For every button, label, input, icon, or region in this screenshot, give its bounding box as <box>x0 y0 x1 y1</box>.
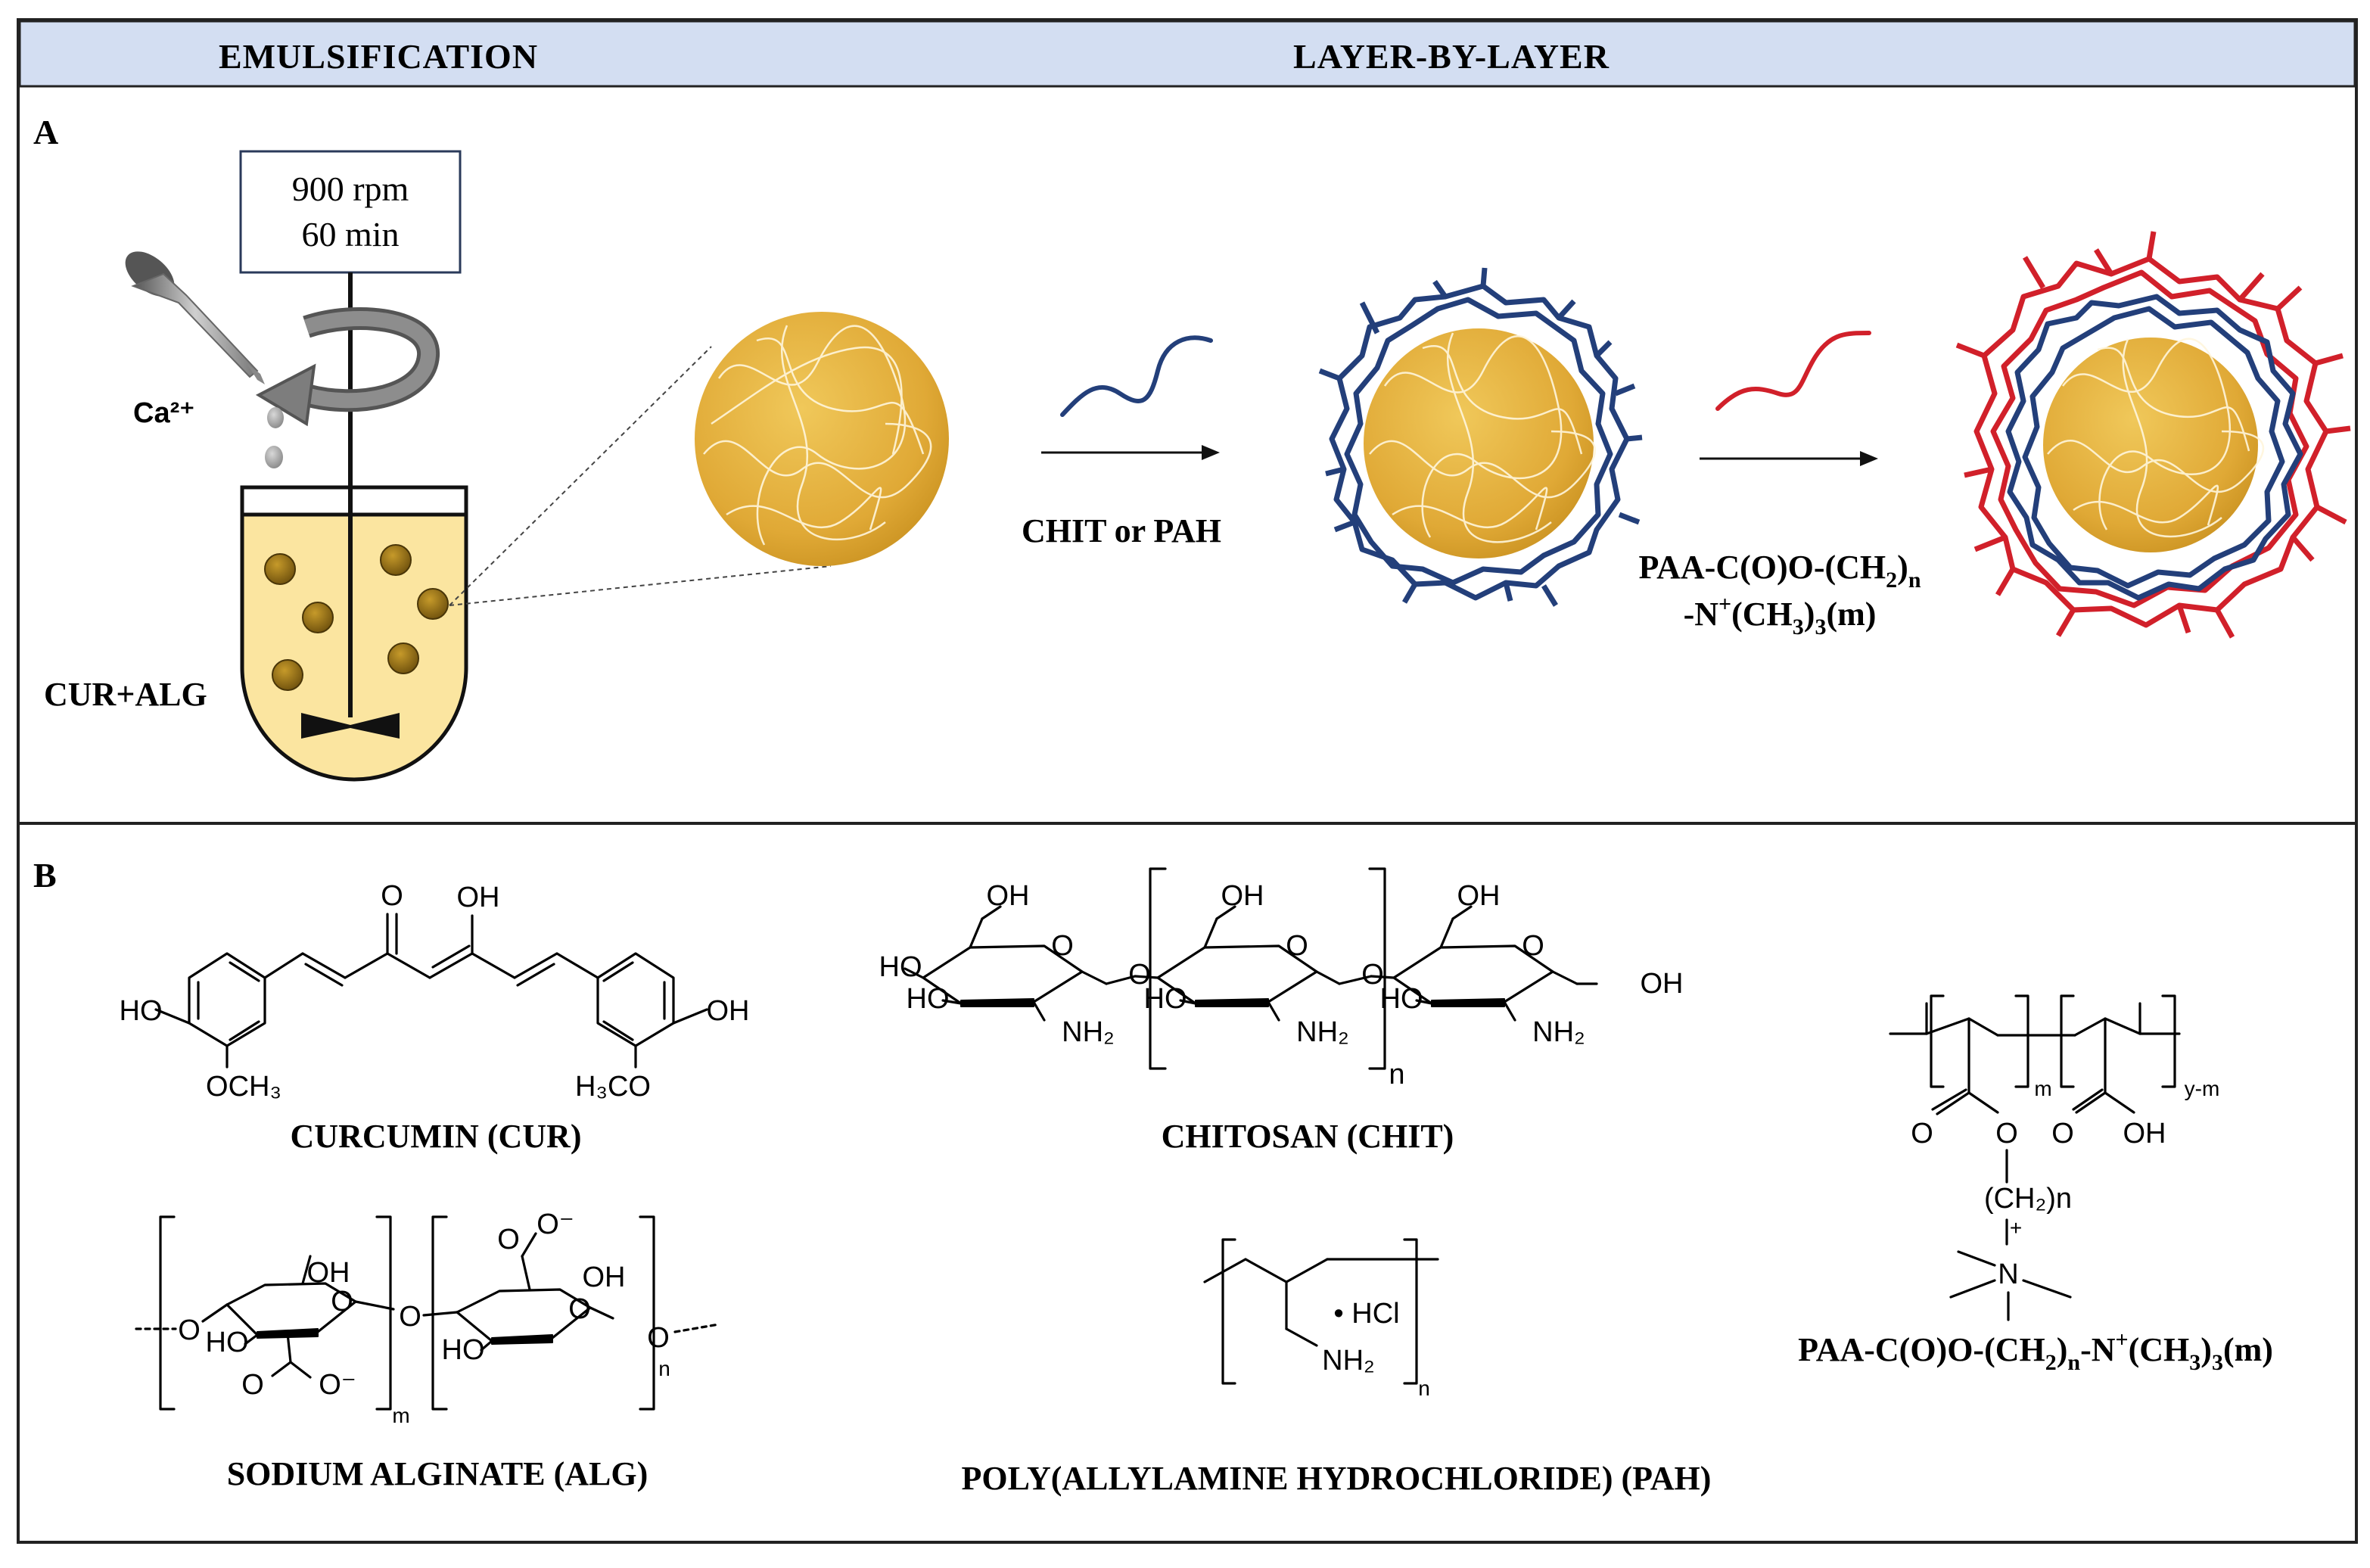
svg-text:O: O <box>2051 1118 2074 1150</box>
svg-text:N: N <box>1998 1258 2018 1290</box>
svg-text:m: m <box>392 1404 409 1427</box>
paa-strand-icon <box>1715 331 1871 411</box>
chitosan-name: CHITOSAN (CHIT) <box>1162 1118 1454 1155</box>
pah-name: POLY(ALLYLAMINE HYDROCHLORIDE) (PAH) <box>962 1460 1712 1497</box>
svg-text:OH: OH <box>457 882 500 913</box>
svg-text:O: O <box>568 1293 591 1325</box>
alginate-structure: OH O O HO O O⁻ O O⁻ O OH O HO O m n <box>135 1209 720 1427</box>
svg-text:OH: OH <box>2123 1118 2166 1150</box>
header-layer-by-layer: LAYER-BY-LAYER <box>1293 37 1610 76</box>
svg-text:n: n <box>1389 1059 1404 1090</box>
double-coated-particle <box>1955 231 2351 639</box>
svg-text:OH: OH <box>987 880 1030 912</box>
svg-text:O: O <box>1286 930 1308 962</box>
step2-label-line1: PAA-C(O)O-(CH2)n <box>1639 549 1921 593</box>
alginate-name: SODIUM ALGINATE (ALG) <box>227 1455 648 1492</box>
stir-speed: 900 rpm <box>292 170 409 208</box>
svg-text:O⁻: O⁻ <box>319 1369 356 1401</box>
svg-text:NH₂: NH₂ <box>1322 1345 1375 1377</box>
svg-text:O: O <box>1522 930 1544 962</box>
header-emulsification: EMULSIFICATION <box>219 37 538 76</box>
chit-coated-particle <box>1318 267 1643 607</box>
svg-text:• HCl: • HCl <box>1333 1298 1399 1330</box>
svg-text:O: O <box>497 1224 520 1255</box>
svg-text:n: n <box>1418 1377 1430 1400</box>
svg-text:O: O <box>1128 959 1151 991</box>
svg-text:OCH₃: OCH₃ <box>206 1071 281 1103</box>
svg-text:O: O <box>1051 930 1074 962</box>
svg-text:y-m: y-m <box>2185 1077 2220 1100</box>
pah-structure: • HCl NH₂ n <box>1203 1238 1439 1400</box>
svg-text:(CH₂)n: (CH₂)n <box>1984 1183 2072 1215</box>
header-band <box>18 20 2356 88</box>
svg-text:O: O <box>178 1314 201 1346</box>
svg-text:HO: HO <box>907 983 950 1015</box>
step1-label: CHIT or PAH <box>1022 512 1221 549</box>
paa-structure: m y-m O O O OH (CH₂)n + N <box>1889 994 2220 1321</box>
svg-text:O: O <box>647 1322 670 1354</box>
step2-label-line2: -N+(CH3)3(m) <box>1684 592 1877 639</box>
svg-text:O: O <box>381 880 403 912</box>
curcumin-name: CURCUMIN (CUR) <box>291 1118 582 1155</box>
svg-text:NH₂: NH₂ <box>1296 1016 1349 1048</box>
svg-text:HO: HO <box>442 1334 485 1366</box>
svg-text:HO: HO <box>206 1327 249 1358</box>
chit-pah-strand-icon <box>1060 335 1213 417</box>
svg-text:NH₂: NH₂ <box>1062 1016 1115 1048</box>
svg-text:HO: HO <box>1380 983 1423 1015</box>
paa-name: PAA-C(O)O-(CH2)n-N+(CH3)3(m) <box>1798 1327 2273 1375</box>
rotation-arrow-icon <box>255 306 440 427</box>
svg-text:n: n <box>658 1357 670 1380</box>
svg-text:O: O <box>1361 959 1384 991</box>
svg-text:O: O <box>1911 1118 1933 1150</box>
zoom-line-top <box>449 346 712 606</box>
svg-text:+: + <box>2010 1216 2022 1240</box>
arrow-step1-head <box>1202 445 1220 460</box>
svg-text:O⁻: O⁻ <box>537 1209 574 1240</box>
svg-text:O: O <box>331 1286 353 1318</box>
svg-text:OH: OH <box>1641 968 1684 1000</box>
svg-text:OH: OH <box>583 1262 626 1293</box>
stir-time: 60 min <box>301 215 399 254</box>
svg-text:O: O <box>399 1301 421 1333</box>
svg-text:OH: OH <box>1457 880 1501 912</box>
panel-b: B <box>33 856 2273 1497</box>
chitosan-structure: OH OH OH HO HO HO HO O O O O O NH₂ NH₂ N… <box>879 867 1684 1090</box>
zoom-line-bottom <box>449 565 832 606</box>
svg-text:H₃CO: H₃CO <box>575 1071 651 1103</box>
svg-text:HO: HO <box>1144 983 1187 1015</box>
svg-text:O: O <box>241 1369 264 1401</box>
outer-frame <box>17 18 2358 1544</box>
svg-text:HO: HO <box>120 995 163 1027</box>
panel-a-label: A <box>33 113 58 151</box>
curcumin-structure: O OH HO OCH₃ H₃CO OH <box>120 880 750 1103</box>
beaker-label: CUR+ALG <box>44 676 207 713</box>
stir-settings-box <box>239 150 462 274</box>
svg-text:HO: HO <box>879 951 922 983</box>
reaction-beaker <box>240 485 468 782</box>
svg-text:m: m <box>2034 1077 2051 1100</box>
pipette-icon <box>125 251 265 384</box>
svg-text:O: O <box>1995 1118 2018 1150</box>
svg-text:OH: OH <box>307 1257 350 1289</box>
alginate-core-particle <box>695 312 949 566</box>
svg-text:OH: OH <box>1221 880 1264 912</box>
panel-a: A 900 rpm 60 min Ca²⁺ <box>33 113 2351 782</box>
panel-b-label: B <box>33 856 57 894</box>
arrow-step2-head <box>1860 451 1878 466</box>
svg-text:NH₂: NH₂ <box>1532 1016 1585 1048</box>
calcium-ion-label: Ca²⁺ <box>133 397 194 429</box>
svg-text:OH: OH <box>707 995 750 1027</box>
